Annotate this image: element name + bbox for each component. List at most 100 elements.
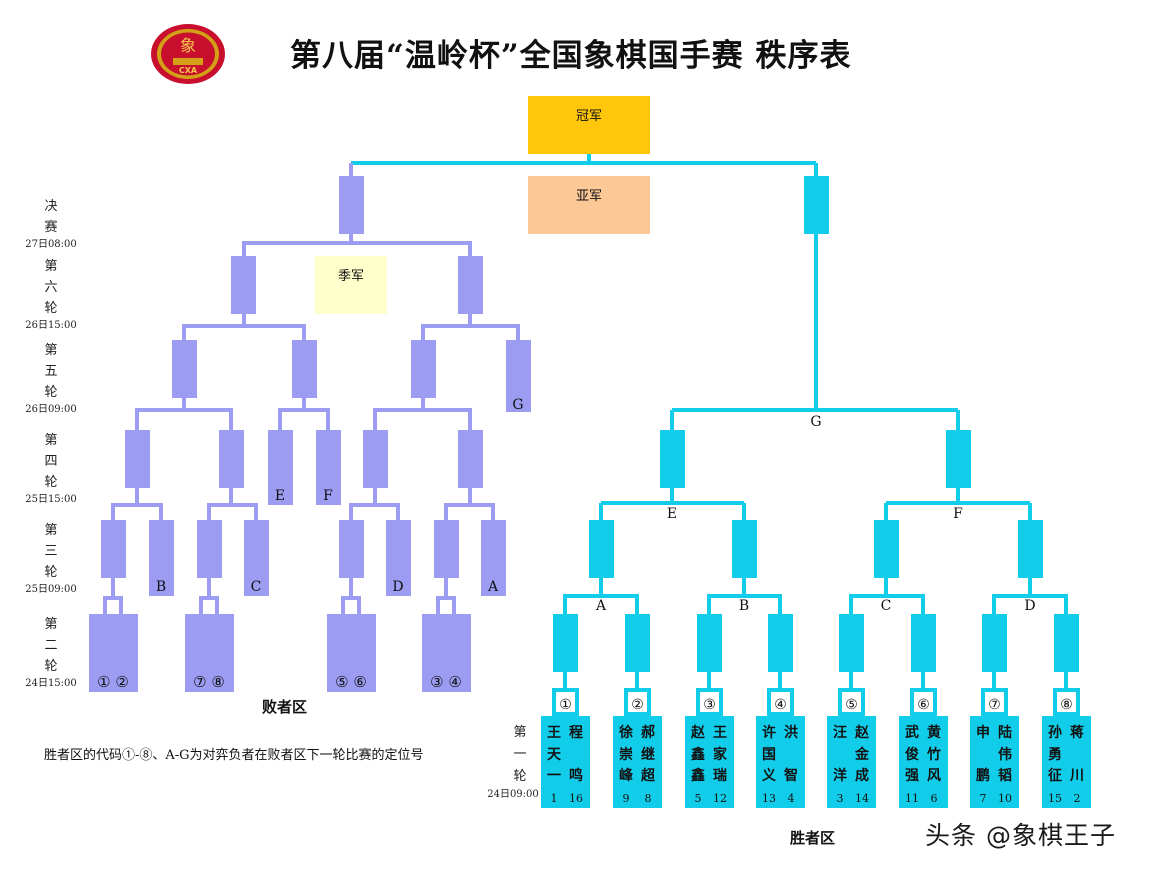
winners-r1-badge-bg [700,692,719,712]
player-name-char: 程 [569,725,583,741]
player-name-char: 陆 [998,725,1012,741]
winners-r5-label: G [810,414,821,430]
player-seed: 8 [645,792,652,805]
round-label: 决赛 27日08:00 [16,196,86,251]
third-place-label: 季军 [338,269,364,284]
losers-r6-box [458,256,483,314]
round-label-char: 赛 [44,220,58,235]
winners-r1-box [899,716,948,808]
player-seed: 2 [1074,792,1081,805]
losers-r2-box [327,614,376,692]
page-title: 第八届“温岭杯”全国象棋国手赛 秩序表 [290,38,852,74]
winners-r1-badge: ① [559,697,572,713]
player-name-char: 孙 [1048,724,1062,741]
winners-r2-box [553,614,578,672]
losers-r3-label: A [487,579,499,595]
winners-r2-box [911,614,936,672]
player-name-char: 俊 [905,746,919,763]
round-time: 26日09:00 [25,404,77,415]
round-label-char: 四 [44,454,58,469]
losers-r4-box [125,430,150,488]
winners-r4-label: F [953,506,963,522]
third-place-box [315,256,387,314]
player-name-char: 韬 [998,767,1012,784]
losers-r2-box [185,614,234,692]
player-name-char: 许 [762,724,776,741]
winners-r2-box [839,614,864,672]
losers-area-label: 败者区 [262,698,308,716]
round-label-char: 第 [44,343,58,358]
losers-r3-box [481,520,506,596]
winners-r1-box [685,716,734,808]
round-label-char: 决 [44,199,58,214]
winners-r3-label: B [739,598,749,614]
player-name-char: 勇 [1048,747,1062,763]
player-seed: 15 [1048,792,1062,805]
player-seed: 4 [788,792,795,805]
player-name-char: 洋 [833,767,847,784]
player-name-char: 武 [905,724,919,741]
watermark: 头条 @象棋王子 [925,821,1116,850]
player-name-char: 申 [976,724,990,741]
player-seed: 6 [931,792,938,805]
losers-r3-box [386,520,411,596]
losers-r3-box [149,520,174,596]
round-label-char: 轮 [44,301,58,316]
player-name-char: 赵 [690,724,706,741]
legend-note: 胜者区的代码①-⑧、A-G为对弈负者在败者区下一轮比赛的定位号 [44,748,424,763]
round-1-label: 第一轮 24日09:00 [487,722,540,801]
player-name-char: 鑫 [690,767,705,784]
losers-r6-box [231,256,256,314]
round-label-char: 轮 [44,659,58,674]
player-name-char: 崇 [619,746,633,763]
losers-r3-box [101,520,126,578]
winners-area-label: 胜者区 [790,829,836,847]
round-1-char: 轮 [513,769,527,784]
player-name-char: 风 [927,768,941,784]
losers-r2-label: ① ② [97,673,129,691]
winners-r1-badge: ⑦ [988,697,1001,713]
player-name-char: 川 [1069,768,1084,784]
losers-r3-label: D [392,579,403,595]
player-name-char: 鑫 [690,746,705,763]
logo-text: CXA [179,66,198,75]
player-name-char: 一 [547,768,561,784]
round-time: 26日15:00 [25,320,77,331]
losers-r4-box [219,430,244,488]
player-name-char: 国 [762,747,776,763]
player-name-char: 峰 [619,767,634,784]
losers-r4-box [458,430,483,488]
winners-r1-box [827,716,876,808]
round-time: 27日08:00 [25,239,77,250]
winners-r1-badge-bg [556,692,575,712]
winners-r1-badge-bg [1057,692,1076,712]
winners-r1-box [756,716,805,808]
round-label-char: 二 [44,638,58,653]
round-1-char: 一 [513,747,527,762]
logo-glyph: 象 [180,36,196,55]
winners-r1-badge: ③ [703,697,716,713]
player-name-char: 义 [762,767,776,784]
winners-r1-badge-bg [914,692,933,712]
winners-r1-box [970,716,1019,808]
player-name-char: 强 [905,768,919,784]
player-name-char: 成 [855,767,869,784]
winners-r1-badge: ⑥ [917,697,930,713]
runner-up-box [528,176,650,234]
round-label-char: 第 [44,259,58,274]
runner-up-label: 亚军 [576,189,602,204]
winners-r3-box [589,520,614,578]
winners-r4-box [660,430,685,488]
player-name-char: 洪 [784,724,798,741]
losers-r2-box [422,614,471,692]
player-name-char: 竹 [926,746,941,763]
player-name-char: 瑞 [713,767,727,784]
player-seed: 13 [762,792,776,805]
winners-r3-label: C [881,598,892,614]
winners-r3-label: D [1024,598,1035,614]
losers-r3-label: B [156,579,166,595]
player-name-char: 金 [854,746,870,763]
